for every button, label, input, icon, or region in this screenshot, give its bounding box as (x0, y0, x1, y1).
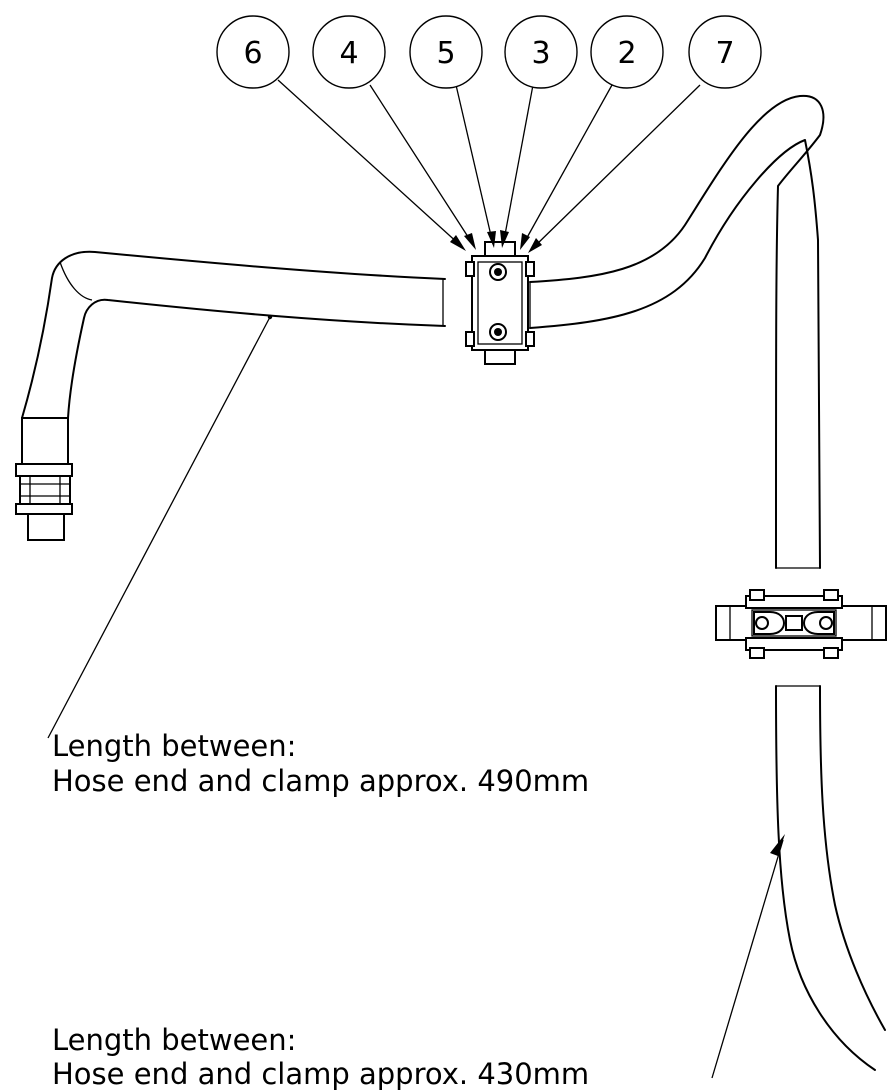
balloon-2: 2 (590, 15, 664, 89)
note-490mm: Length between: Hose end and clamp appro… (52, 729, 589, 798)
leader-arrowhead (464, 233, 476, 250)
note-leaders (47, 314, 785, 1079)
leader-arrowhead (450, 235, 466, 251)
left-hose-fitting (15, 417, 73, 541)
lower-clamp (715, 589, 887, 659)
balloon-6: 6 (216, 15, 290, 89)
leader-arrowhead (528, 238, 542, 253)
leader-arrowhead (487, 231, 496, 248)
balloon-label: 3 (531, 36, 550, 71)
balloon-3: 3 (504, 15, 578, 89)
balloon-5: 5 (409, 15, 483, 89)
note-heading: Length between: (52, 1023, 296, 1057)
note-detail: Hose end and clamp approx. 490mm (52, 764, 589, 798)
leader-arrowhead (770, 834, 785, 856)
note-heading: Length between: (52, 729, 296, 763)
balloon-label: 7 (715, 36, 734, 71)
leader-arrowhead (520, 233, 530, 250)
balloon-label: 5 (436, 36, 455, 71)
leader-arrowhead (500, 230, 509, 248)
balloon-label: 4 (339, 36, 358, 71)
balloon-leaders (277, 79, 701, 253)
top-clamp (465, 241, 535, 365)
leader-dot (267, 314, 273, 320)
balloon-4: 4 (312, 15, 386, 89)
balloon-label: 6 (243, 36, 262, 71)
right-hose (529, 94, 886, 1071)
balloon-7: 7 (688, 15, 762, 89)
note-detail: Hose end and clamp approx. 430mm (52, 1057, 589, 1091)
balloon-label: 2 (617, 36, 636, 71)
left-hose (21, 250, 446, 419)
note-430mm: Length between: Hose end and clamp appro… (52, 1023, 589, 1091)
